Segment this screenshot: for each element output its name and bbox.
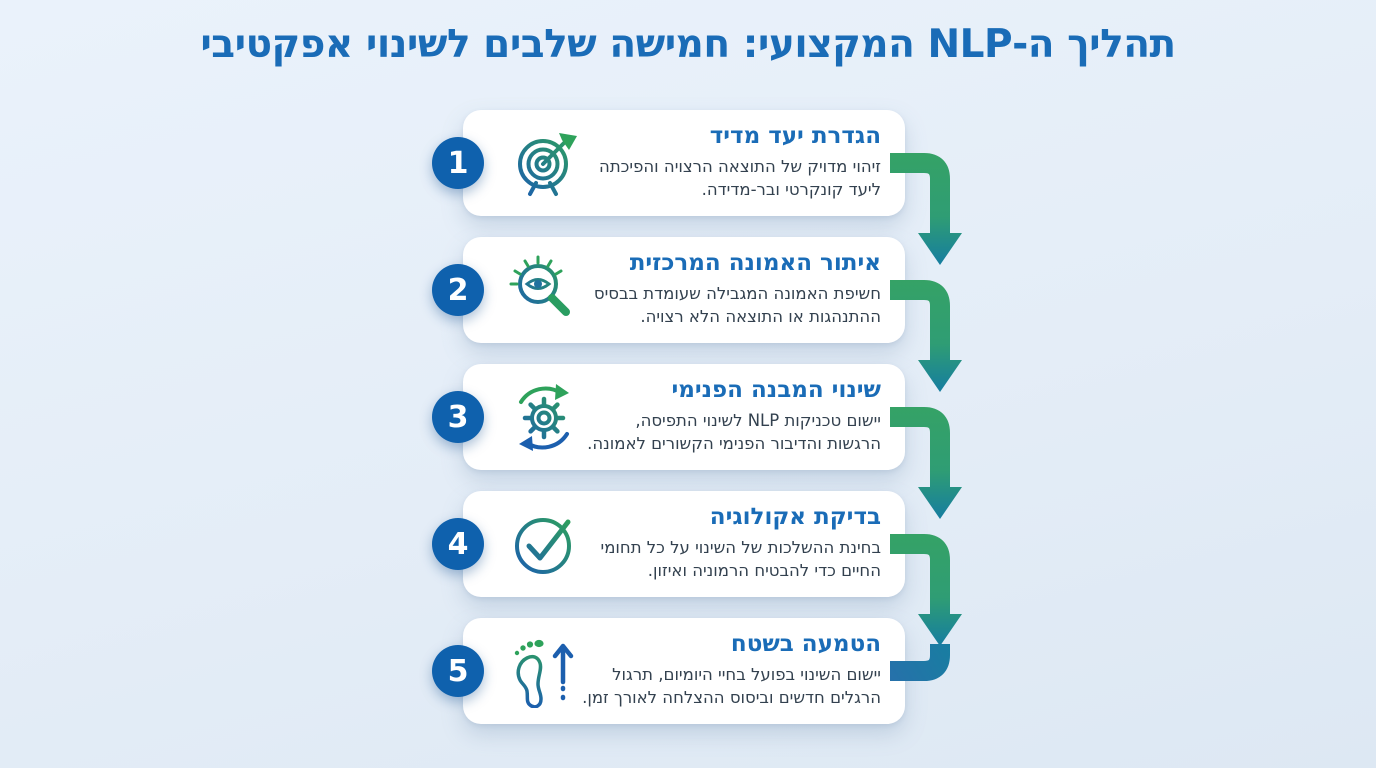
step-card-1: 1 הגדרת יעד מדיד זיהוי מדויק של התוצא [432, 110, 905, 216]
step-number-badge: 2 [432, 264, 484, 316]
step-card-4: 4 בדיקת אקולוגיה בחינת ההשלכות של השינוי… [432, 491, 905, 597]
page-title: תהליך ה-NLP המקצועי: חמישה שלבים לשינוי … [200, 22, 1176, 67]
flow-arrow-4-5 [890, 534, 962, 646]
step-number-badge: 3 [432, 391, 484, 443]
step-text-block: הגדרת יעד מדיד זיהוי מדויק של התוצאה הרצ… [579, 123, 881, 201]
step-title: הטמעה בשטח [730, 631, 881, 657]
step-card-3: 3 [432, 364, 905, 470]
step-description: בחינת ההשלכות של השינוי על כל תחומי החיי… [600, 538, 881, 581]
gear-cycle-icon [503, 375, 587, 459]
step-description: יישום טכניקות NLP לשינוי התפיסה, הרגשות … [587, 411, 881, 454]
step-text-block: שינוי המבנה הפנימי יישום טכניקות NLP לשי… [579, 377, 881, 455]
step-number-badge: 4 [432, 518, 484, 570]
step-title: שינוי המבנה הפנימי [671, 377, 881, 403]
step-text-block: איתור האמונה המרכזית חשיפת האמונה המגביל… [579, 250, 881, 328]
step-text-block: בדיקת אקולוגיה בחינת ההשלכות של השינוי ע… [579, 504, 881, 582]
magnifier-eye-icon [503, 248, 587, 332]
step-title: איתור האמונה המרכזית [629, 250, 881, 276]
step-card-2: 2 [432, 237, 905, 343]
step-description: חשיפת האמונה המגבילה שעומדת בבסיס ההתנהג… [593, 284, 881, 327]
step-description: יישום השינוי בפועל בחיי היומיום, תרגול ה… [582, 665, 881, 708]
step-number-badge: 5 [432, 645, 484, 697]
footprint-arrow-icon [503, 629, 587, 713]
step-title: בדיקת אקולוגיה [709, 504, 881, 530]
flow-arrow-3-4 [890, 407, 962, 519]
step-number-badge: 1 [432, 137, 484, 189]
flow-arrow-2-3 [890, 280, 962, 392]
check-circle-icon [503, 502, 587, 586]
target-icon [503, 121, 587, 205]
flow-arrow-into-5 [890, 644, 950, 681]
step-text-block: הטמעה בשטח יישום השינוי בפועל בחיי היומי… [579, 631, 881, 709]
step-card-5: 5 הטמעה בשטח [432, 618, 905, 724]
step-description: זיהוי מדויק של התוצאה הרצויה והפיכתה ליע… [599, 157, 881, 200]
flow-arrow-1-2 [890, 153, 962, 265]
step-title: הגדרת יעד מדיד [709, 123, 881, 149]
